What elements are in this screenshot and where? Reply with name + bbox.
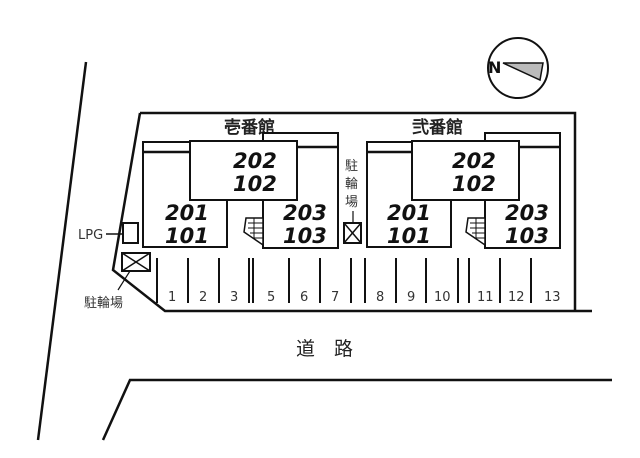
north-compass-icon: N <box>487 37 549 99</box>
parking-space-13: 13 <box>544 290 561 305</box>
building-2: 弐番館 202 102 201 101 203 103 <box>366 117 561 249</box>
bicycle-parking-middle: 駐 輪 場 <box>343 159 362 244</box>
parking-space-6: 6 <box>300 290 308 305</box>
left-road-edge <box>36 61 88 441</box>
unit-201: 201 <box>165 201 209 225</box>
parking-numbers: 1 2 3 5 6 7 8 9 10 11 12 13 <box>168 290 561 305</box>
lpg-label: LPG <box>78 228 103 243</box>
unit-203: 203 <box>505 201 549 225</box>
parking-space-10: 10 <box>434 290 451 305</box>
label-char: 輪 <box>345 176 358 192</box>
label-char: 場 <box>345 195 358 210</box>
road-bottom-edge <box>101 378 612 441</box>
unit-102: 102 <box>233 172 277 196</box>
unit-203: 203 <box>283 201 327 225</box>
building-1: 壱番館 202 102 201 101 203 103 <box>142 117 339 249</box>
parking-space-1: 1 <box>168 290 176 305</box>
parking-space-11: 11 <box>477 290 494 305</box>
unit-103: 103 <box>505 224 549 248</box>
parking-space-5: 5 <box>267 290 275 305</box>
lot-boundary-top <box>140 111 577 311</box>
parking-dividers <box>156 258 532 303</box>
parking-space-2: 2 <box>199 290 207 305</box>
compass-label: N <box>488 58 501 77</box>
unit-101: 101 <box>387 224 431 248</box>
unit-101: 101 <box>165 224 209 248</box>
road-label: 道 路 <box>296 338 353 360</box>
parking-space-3: 3 <box>230 290 238 305</box>
lpg-tank: LPG <box>78 222 139 244</box>
parking-space-7: 7 <box>331 290 339 305</box>
stairs-icon <box>465 217 486 247</box>
unit-103: 103 <box>283 224 327 248</box>
unit-102: 102 <box>452 172 496 196</box>
building-name: 弐番館 <box>412 117 463 138</box>
bicycle-parking-label: 駐輪場 <box>84 295 123 311</box>
parking-space-8: 8 <box>376 290 384 305</box>
stairs-icon <box>243 217 264 247</box>
unit-202: 202 <box>233 149 277 173</box>
bicycle-parking-left: 駐輪場 <box>84 252 151 311</box>
label-char: 駐 <box>345 159 358 174</box>
parking-space-12: 12 <box>508 290 525 305</box>
lot-boundary-left-bottom <box>111 112 592 313</box>
unit-202: 202 <box>452 149 496 173</box>
parking-space-9: 9 <box>407 290 415 305</box>
unit-201: 201 <box>387 201 431 225</box>
